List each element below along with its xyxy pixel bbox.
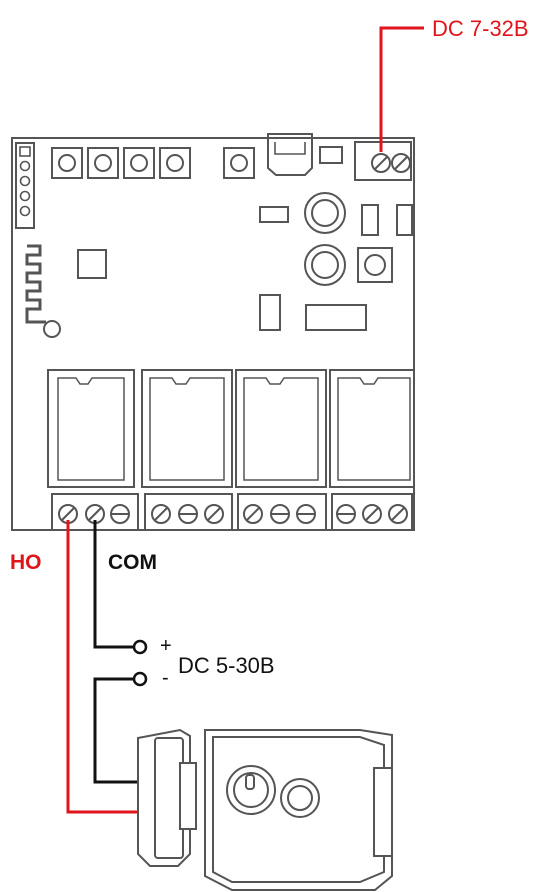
plus-terminal-icon — [132, 639, 148, 655]
button-row — [51, 147, 255, 179]
usb-connector — [267, 133, 313, 176]
pin-header — [15, 142, 35, 229]
lock-wire-black — [93, 677, 138, 784]
no-wire-red — [66, 520, 138, 814]
minus-sign-label: - — [162, 667, 169, 689]
com-wire-black — [93, 520, 134, 649]
relays — [47, 369, 415, 488]
relay-board — [11, 133, 415, 531]
power-input-label: DC 7-32В — [432, 16, 529, 41]
buzzer — [304, 192, 346, 234]
lock-power-label: DC 5-30В — [178, 653, 275, 678]
com-contact-label: COM — [108, 551, 157, 574]
reset-button — [357, 247, 393, 283]
electric-lock-icon — [137, 728, 393, 891]
power-terminal — [354, 141, 412, 181]
pcb-antenna — [25, 244, 46, 324]
no-contact-label: НО — [10, 551, 42, 574]
plus-sign-label: + — [160, 635, 172, 657]
power-wire-red — [379, 26, 424, 152]
board-outline — [11, 137, 415, 531]
output-terminals — [51, 493, 413, 531]
minus-terminal-icon — [132, 671, 148, 687]
